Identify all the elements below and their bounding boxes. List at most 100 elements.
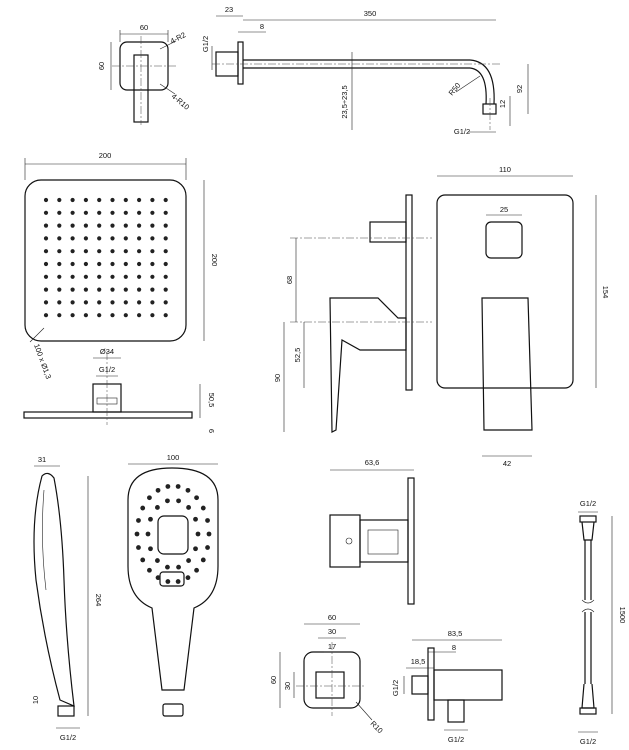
- head-connector-thread-label: G1/2: [99, 365, 115, 374]
- elbow-height-label: 60: [269, 676, 278, 684]
- nozzle-dot: [57, 249, 62, 254]
- nozzle-dot: [137, 313, 142, 318]
- nozzle-dot: [123, 236, 128, 241]
- nozzle-dot: [83, 236, 88, 241]
- head-width-label: 200: [99, 151, 112, 160]
- shower-arm-drawing: 23 350 8 G1/2 23,5÷23,5 R50 92 12 G1/2: [201, 5, 529, 136]
- nozzle-dot: [97, 274, 102, 279]
- arm-tube-label: 23,5÷23,5: [340, 85, 349, 118]
- hand-nozzle-dot: [200, 557, 206, 563]
- hose-bottom-thread-label: G1/2: [580, 737, 596, 746]
- nozzle-dot: [123, 249, 128, 254]
- nozzle-dot: [57, 274, 62, 279]
- hand-nozzle-dot: [148, 516, 153, 522]
- nozzle-dot: [137, 210, 142, 215]
- nozzle-dot: [97, 236, 102, 241]
- hand-nozzle-dot: [175, 579, 181, 584]
- nozzle-dot: [163, 287, 168, 292]
- elbow-bottom-thread-label: G1/2: [448, 735, 464, 744]
- arm-drop-label: 92: [515, 85, 524, 93]
- mixer-body-view: 63,6: [329, 458, 415, 605]
- hand-nozzle-dot: [176, 564, 181, 570]
- nozzle-dot: [163, 261, 168, 267]
- nozzle-dot: [137, 274, 142, 279]
- nozzle-dot: [70, 300, 75, 305]
- nozzle-dot: [83, 274, 88, 279]
- nozzle-dot: [123, 287, 128, 292]
- wall-block-width-label: 60: [140, 23, 148, 32]
- nozzle-dot: [150, 249, 155, 254]
- nozzle-dot: [110, 210, 115, 215]
- mixer-knob-width-label: 25: [500, 205, 508, 214]
- nozzle-dot: [97, 313, 102, 318]
- nozzle-dot: [97, 197, 102, 203]
- nozzle-dot: [70, 313, 75, 318]
- nozzle-dot: [43, 261, 49, 267]
- nozzle-dot: [70, 274, 75, 279]
- hand-nozzle-dot: [140, 505, 146, 511]
- hand-nozzle-dot: [140, 557, 146, 563]
- nozzle-dot: [57, 300, 62, 305]
- nozzle-dot: [110, 274, 115, 279]
- hand-nozzle-dot: [155, 505, 160, 510]
- hand-nozzle-dot: [194, 495, 199, 501]
- nozzle-dot: [70, 210, 75, 215]
- arm-thread-label: G1/2: [201, 36, 210, 52]
- handshower-length-label: 264: [94, 594, 103, 607]
- mixer-lever-height-label: 90: [273, 374, 282, 382]
- nozzle-dot: [150, 210, 155, 215]
- wall-block-height-label: 60: [97, 62, 106, 70]
- arm-flange-depth-label: 8: [260, 22, 264, 31]
- nozzle-dot: [83, 313, 88, 318]
- nozzle-dot: [83, 223, 88, 228]
- elbow-side-thread-label: G1/2: [391, 680, 400, 696]
- nozzle-dot: [137, 197, 142, 203]
- wall-elbow-front-view: 60 30 17 60 30 R10: [269, 613, 385, 735]
- hand-nozzle-dot: [147, 567, 152, 573]
- hose-length-label: 1500: [618, 607, 627, 624]
- nozzle-dot: [97, 223, 102, 228]
- nozzle-dot: [70, 236, 75, 241]
- nozzle-dot: [70, 287, 75, 292]
- hand-nozzle-dot: [186, 505, 191, 510]
- hand-nozzle-dot: [165, 484, 171, 489]
- hand-nozzle-dot: [175, 484, 181, 489]
- arm-bend-label: R50: [447, 81, 463, 97]
- hand-nozzle-dot: [165, 564, 170, 570]
- hand-nozzle-dot: [206, 531, 212, 537]
- elbow-width-label: 60: [328, 613, 336, 622]
- nozzle-dot: [110, 197, 115, 203]
- arm-length-label: 350: [364, 9, 377, 18]
- nozzle-dot: [137, 223, 142, 228]
- nozzle-dot: [57, 261, 62, 267]
- nozzle-dot: [150, 223, 155, 228]
- nozzle-dot: [83, 287, 88, 292]
- hand-nozzle-dot: [155, 558, 160, 563]
- nozzle-grid: [43, 197, 168, 318]
- nozzle-dot: [163, 197, 168, 203]
- nozzle-dot: [150, 287, 155, 292]
- nozzle-dot: [123, 274, 128, 279]
- mixer-cover-width-label: 110: [499, 165, 511, 174]
- nozzle-dot: [70, 197, 75, 203]
- shower-head-drawing: 200 200 100 x Ø1,3 Ø34 G1/2 50,5 6: [23, 151, 219, 433]
- hand-nozzle-dot: [147, 495, 152, 501]
- hand-nozzle-dot: [195, 531, 201, 537]
- nozzle-dot: [97, 287, 102, 292]
- nozzle-dot: [150, 274, 155, 279]
- nozzle-dot: [163, 223, 168, 228]
- hose-top-thread-label: G1/2: [580, 499, 596, 508]
- hand-nozzle-dot: [155, 487, 161, 493]
- nozzle-dot: [43, 313, 49, 318]
- hand-nozzle-dot: [193, 516, 198, 522]
- nozzle-dot: [57, 210, 62, 215]
- arm-outlet-height-label: 12: [498, 100, 507, 108]
- hand-nozzle-dot: [200, 505, 206, 511]
- nozzle-dot: [43, 287, 49, 292]
- elbow-inner-label: 30: [328, 627, 336, 636]
- nozzle-dot: [123, 261, 128, 267]
- head-height-label: 200: [210, 254, 219, 267]
- mixer-lever-width-label: 42: [503, 459, 511, 468]
- wall-connection-block: 60 60 4-R2 4-R10: [97, 23, 191, 125]
- hand-nozzle-dot: [145, 531, 151, 537]
